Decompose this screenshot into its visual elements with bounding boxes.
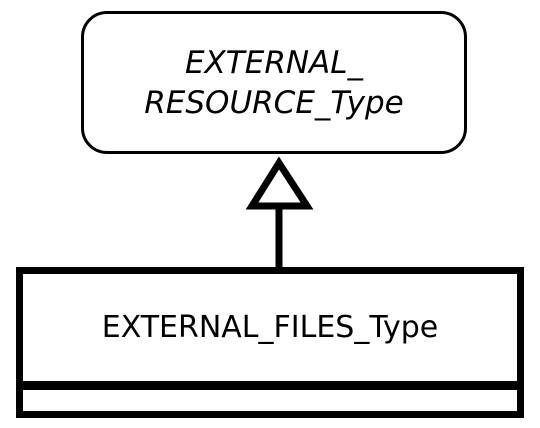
operations-compartment bbox=[23, 390, 517, 411]
child-class-name: EXTERNAL_FILES_Type bbox=[101, 310, 439, 345]
child-class-box: EXTERNAL_FILES_Type bbox=[16, 267, 524, 418]
generalization-arrowhead bbox=[245, 156, 314, 210]
parent-class-name-line1: EXTERNAL_ bbox=[184, 44, 364, 81]
attributes-compartment-divider bbox=[23, 381, 517, 390]
parent-class-box: EXTERNAL_ RESOURCE_Type bbox=[81, 11, 467, 154]
parent-class-name-line2: RESOURCE_Type bbox=[144, 84, 404, 121]
